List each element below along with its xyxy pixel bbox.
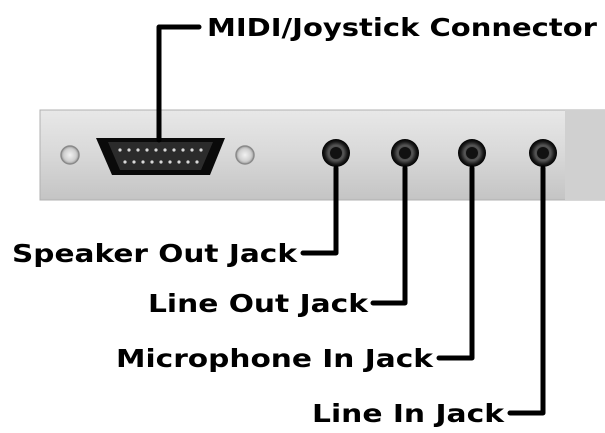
line-out-leader-line: [370, 165, 408, 306]
midi-joystick-port-icon: [96, 138, 225, 175]
midi-joystick-connector-label: MIDI/Joystick Connector: [207, 13, 598, 42]
speaker-out-leader-line: [300, 165, 339, 256]
microphone-in-leader-line: [436, 165, 475, 361]
line-in-jack-icon: [529, 139, 557, 167]
speaker-out-jack-label: Speaker Out Jack: [12, 239, 299, 268]
left-screw-icon: [60, 145, 80, 165]
line-in-leader-line: [507, 165, 546, 416]
line-in-jack-label: Line In Jack: [312, 399, 506, 428]
line-out-jack-icon: [391, 139, 419, 167]
microphone-in-jack-icon: [458, 139, 486, 167]
microphone-in-jack-label: Microphone In Jack: [116, 344, 435, 373]
midi-leader-line: [156, 24, 202, 143]
speaker-out-jack-icon: [322, 139, 350, 167]
right-screw-icon: [235, 145, 255, 165]
port-pins: [118, 148, 203, 164]
line-out-jack-label: Line Out Jack: [148, 289, 370, 318]
